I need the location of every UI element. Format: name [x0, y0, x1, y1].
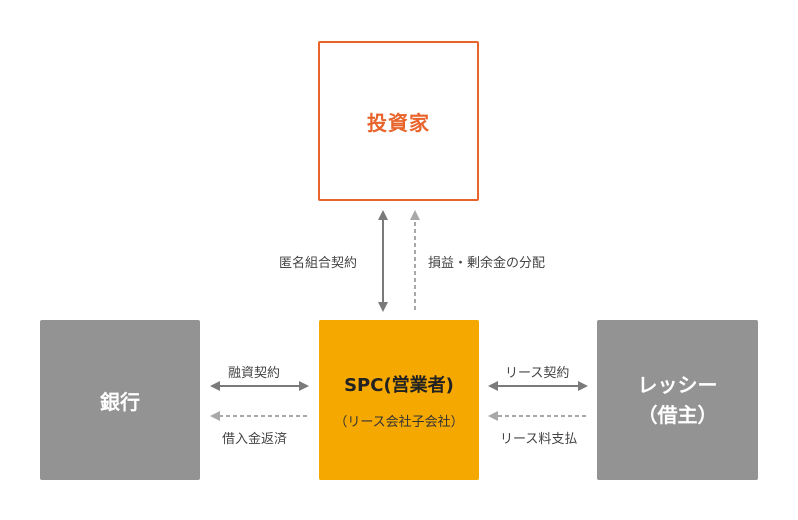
partnership-label: 匿名組合契約	[279, 256, 358, 271]
lessee-label-line2: （借主）	[637, 403, 718, 427]
lease-payment-label: リース料支払	[500, 432, 578, 447]
investor-box: 投資家	[318, 41, 479, 201]
repayment-label: 借入金返済	[222, 432, 288, 447]
lessee-label-line1: レッシー	[637, 373, 718, 397]
lessee-box: レッシー （借主）	[597, 320, 758, 480]
spc-box: SPC(営業者) （リース会社子会社）	[319, 320, 479, 480]
spc-label: SPC(営業者)	[344, 374, 454, 396]
distribution-label: 損益・剰余金の分配	[428, 256, 546, 271]
bank-label: 銀行	[100, 389, 140, 414]
investor-label: 投資家	[367, 110, 430, 135]
spc-sublabel: （リース会社子会社）	[334, 414, 464, 430]
lease-agreement-label: リース契約	[505, 366, 570, 381]
bank-box: 銀行	[40, 320, 200, 480]
loan-agreement-label: 融資契約	[228, 366, 281, 381]
